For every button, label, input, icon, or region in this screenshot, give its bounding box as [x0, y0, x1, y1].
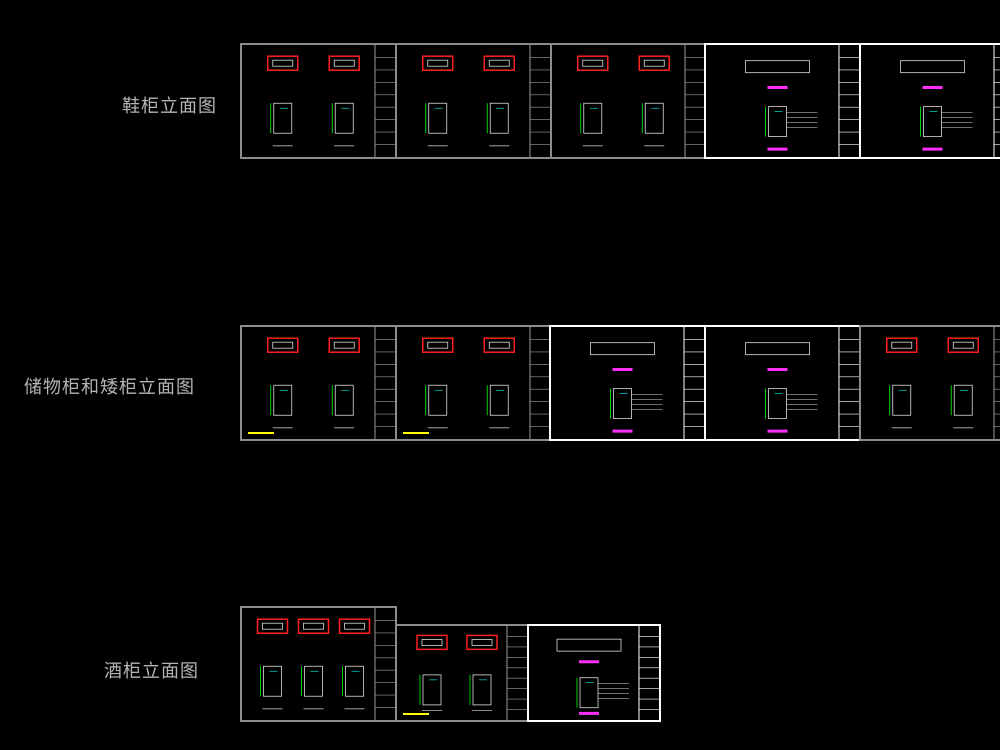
elevation-outline [583, 102, 603, 134]
plan-outline [900, 60, 965, 74]
plan-outline [745, 342, 810, 356]
sheet-drawing [745, 327, 859, 439]
elevation-outline [428, 102, 448, 134]
plan-outline [344, 622, 365, 630]
plan-marker [416, 634, 448, 651]
elevation-outline [422, 674, 442, 706]
plan-marker [422, 337, 454, 353]
elevation-outline [953, 384, 973, 416]
plan-outline [272, 59, 294, 67]
plan-outline [333, 341, 355, 349]
sheet-drawing [577, 45, 705, 157]
plan-marker [338, 618, 371, 634]
elevation-outline [613, 388, 632, 419]
sheet-drawing [267, 45, 395, 157]
sheet-drawing [403, 327, 550, 439]
plan-outline [891, 341, 913, 349]
sheet-drawing [745, 45, 859, 157]
sheet-drawing [556, 626, 659, 720]
plan-outline [590, 342, 655, 356]
sheet-drawing [256, 608, 395, 720]
elevation-outline [345, 665, 364, 697]
elevation-outline [768, 106, 787, 137]
plan-marker [483, 55, 515, 71]
elevation-outline [304, 665, 323, 697]
sheet-drawing [248, 327, 395, 439]
plan-outline [262, 622, 283, 630]
elevation-outline [923, 106, 942, 137]
drawing-sheet[interactable] [704, 325, 861, 441]
plan-outline [643, 59, 665, 67]
sheet-drawing [590, 327, 704, 439]
drawing-sheet[interactable] [527, 624, 661, 722]
elevation-outline [273, 384, 293, 416]
plan-outline [427, 59, 449, 67]
sheet-drawing [403, 626, 527, 720]
plan-marker [256, 618, 289, 634]
sheet-drawing [886, 327, 1000, 439]
drawing-sheet[interactable] [549, 325, 706, 441]
elevation-outline [579, 677, 599, 709]
sheet-drawing [422, 45, 550, 157]
plan-outline [745, 60, 810, 74]
drawing-sheet[interactable] [240, 606, 397, 722]
elevation-outline [489, 384, 509, 416]
plan-marker [947, 337, 979, 353]
plan-outline [333, 59, 355, 67]
drawing-sheet[interactable] [859, 325, 1000, 441]
plan-outline [303, 622, 324, 630]
drawing-sheet[interactable] [395, 325, 552, 441]
plan-marker [577, 55, 609, 71]
elevation-outline [489, 102, 509, 134]
elevation-outline [334, 102, 354, 134]
drawing-sheet[interactable] [550, 43, 707, 159]
plan-marker [267, 337, 299, 353]
elevation-outline [334, 384, 354, 416]
elevation-outline [472, 674, 492, 706]
plan-marker [483, 337, 515, 353]
plan-outline [471, 638, 493, 646]
plan-marker [466, 634, 498, 651]
elevation-outline [892, 384, 912, 416]
sheet-drawing [900, 45, 1000, 157]
plan-marker [328, 55, 360, 71]
elevation-outline [428, 384, 448, 416]
drawing-sheet[interactable] [240, 325, 397, 441]
drawing-sheet[interactable] [395, 43, 552, 159]
plan-marker [886, 337, 918, 353]
plan-outline [582, 59, 604, 67]
elevation-outline [644, 102, 664, 134]
plan-marker [638, 55, 670, 71]
row-label-storage-cabinet: 储物柜和矮柜立面图 [24, 377, 195, 398]
plan-outline [421, 638, 443, 646]
plan-marker [328, 337, 360, 353]
drawing-sheet[interactable] [859, 43, 1000, 159]
row-label-wine-cabinet: 酒柜立面图 [104, 661, 199, 682]
plan-outline [272, 341, 294, 349]
drawing-sheet[interactable] [704, 43, 861, 159]
elevation-outline [273, 102, 293, 134]
plan-marker [267, 55, 299, 71]
plan-outline [427, 341, 449, 349]
row-label-shoe-cabinet: 鞋柜立面图 [122, 96, 217, 117]
plan-outline [556, 638, 622, 652]
drawing-sheet[interactable] [395, 624, 529, 722]
plan-outline [488, 341, 510, 349]
plan-marker [297, 618, 330, 634]
elevation-outline [263, 665, 282, 697]
plan-marker [422, 55, 454, 71]
plan-outline [488, 59, 510, 67]
plan-outline [952, 341, 974, 349]
elevation-outline [768, 388, 787, 419]
drawing-sheet[interactable] [240, 43, 397, 159]
